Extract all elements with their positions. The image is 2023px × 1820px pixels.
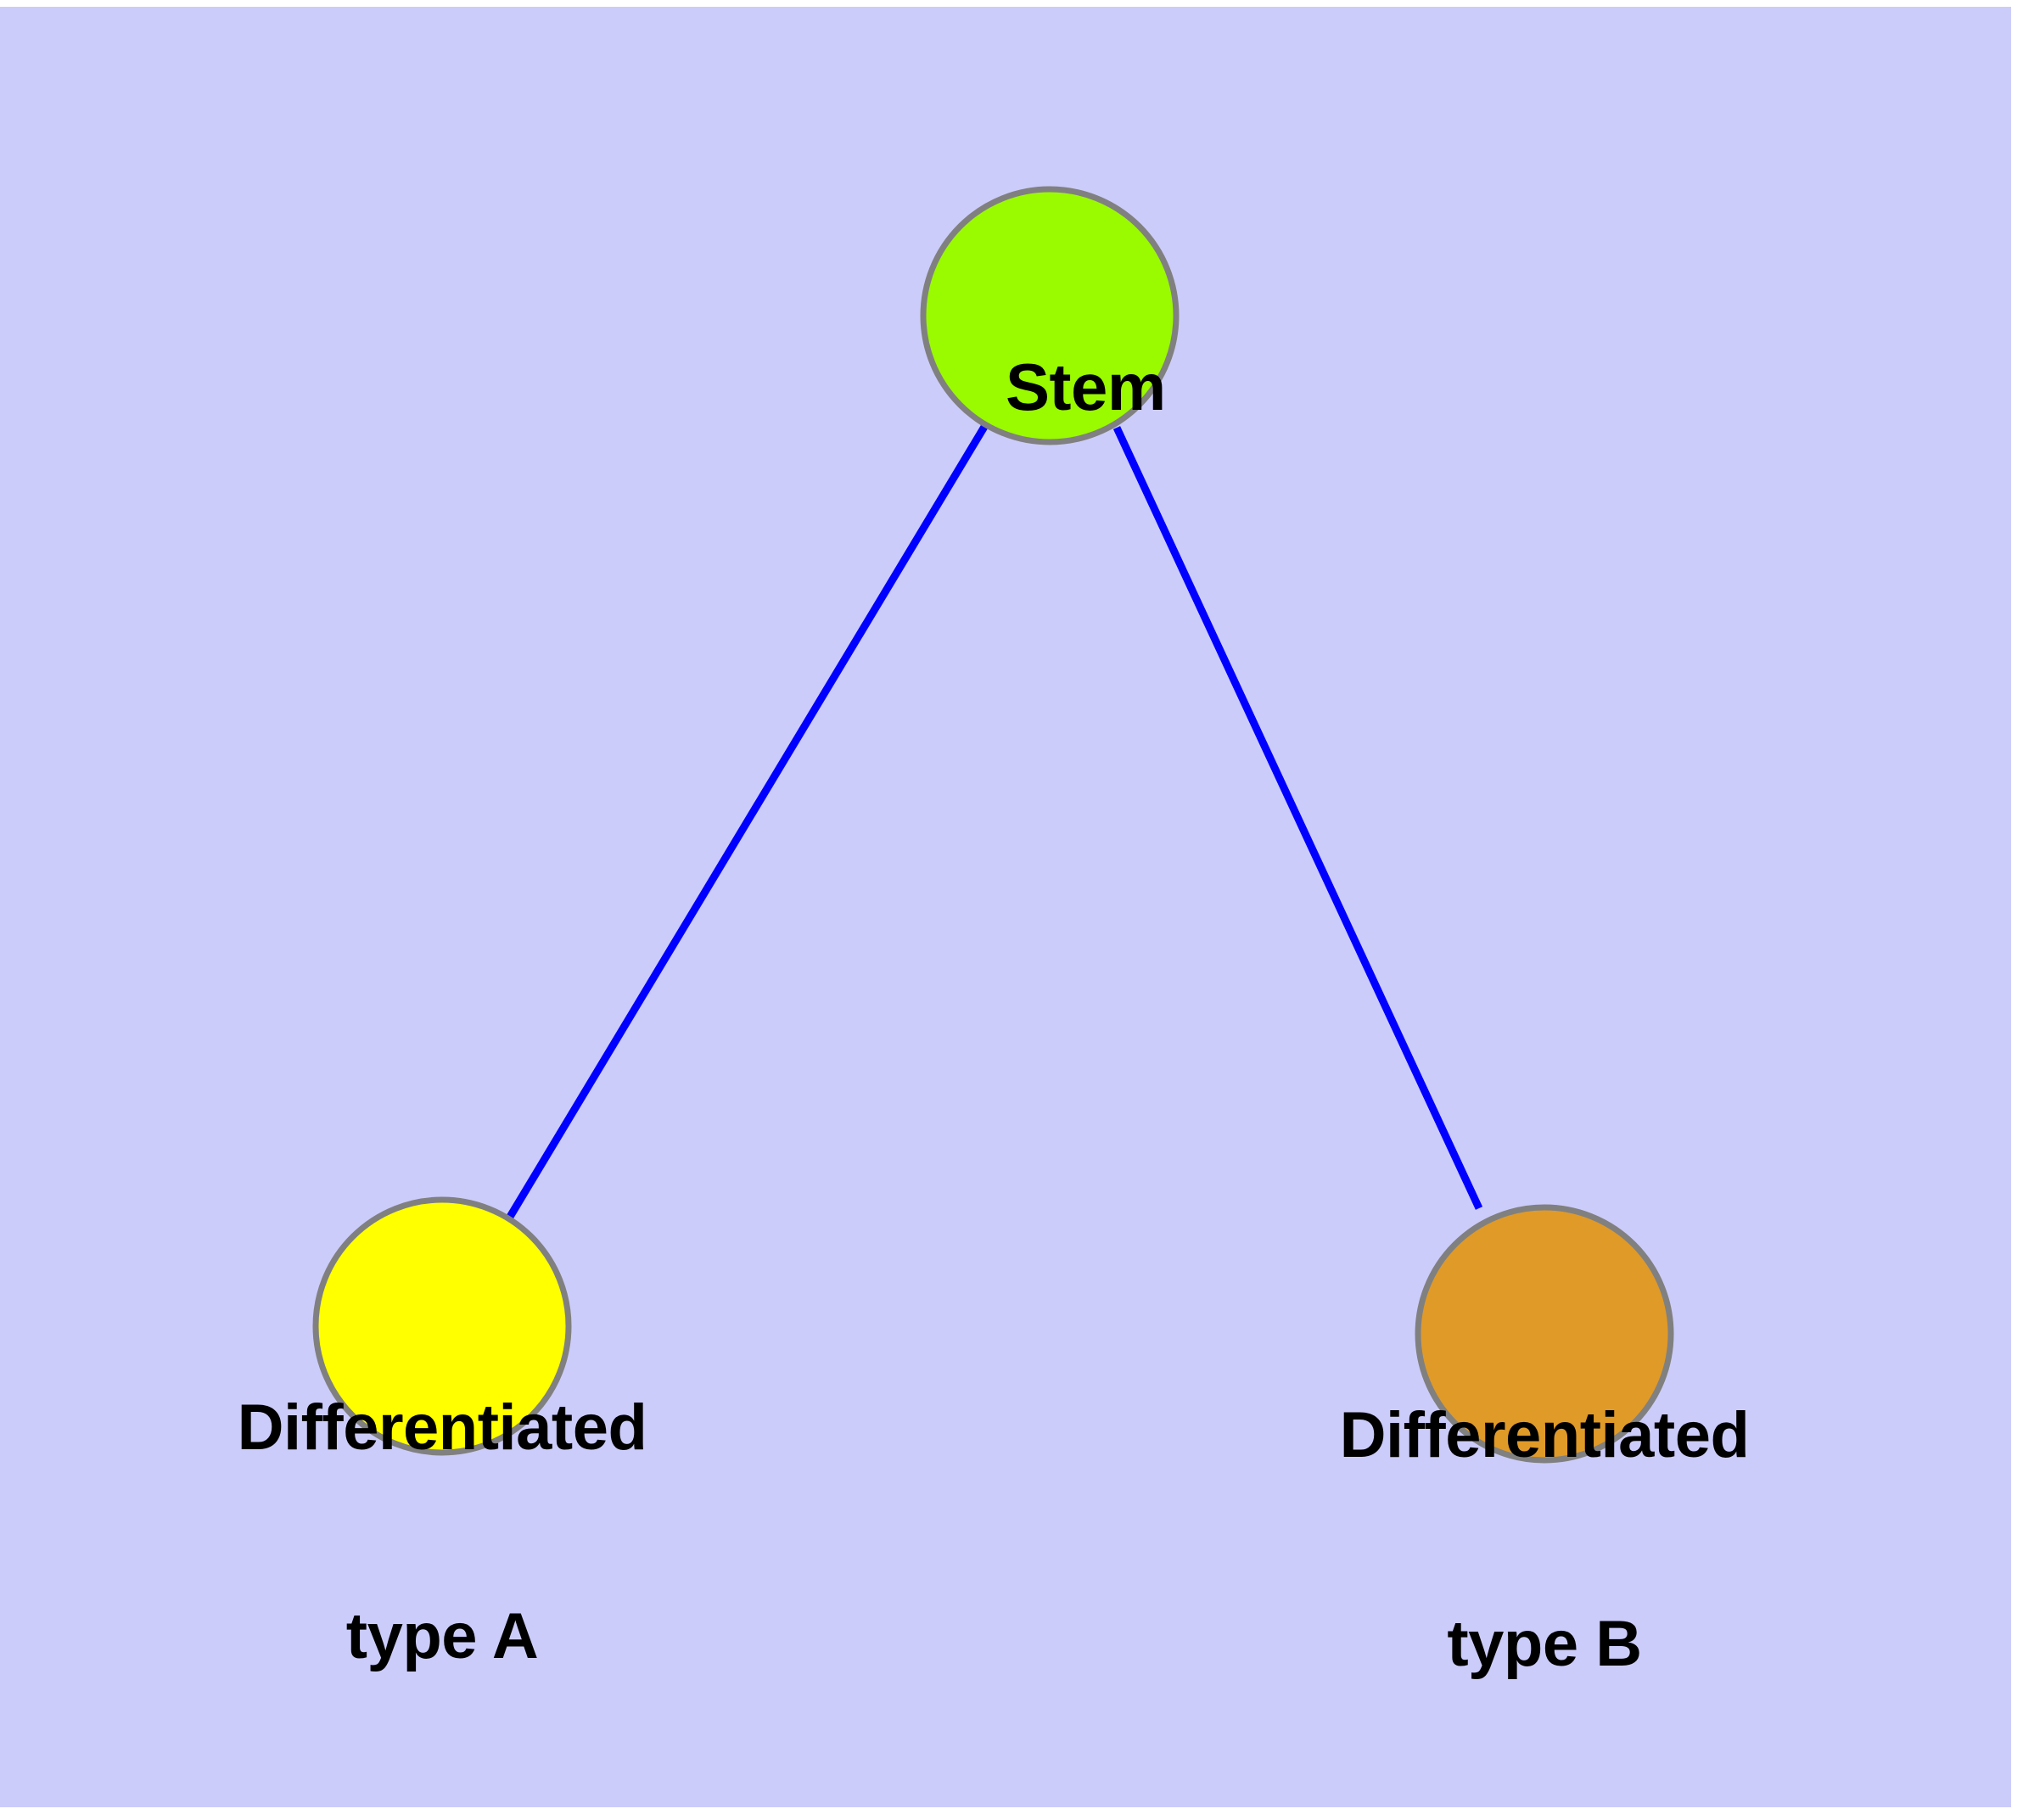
node-layer	[312, 186, 1674, 1464]
node-differentiated-type-b[interactable]	[1415, 1204, 1674, 1464]
node-stem[interactable]	[920, 186, 1180, 445]
node-differentiated-type-a[interactable]	[312, 1196, 572, 1456]
edge-layer	[507, 424, 1483, 1219]
edge-stem-to-differentiated-type-a[interactable]	[507, 424, 988, 1219]
edge-stem-to-differentiated-type-b[interactable]	[1112, 426, 1483, 1210]
